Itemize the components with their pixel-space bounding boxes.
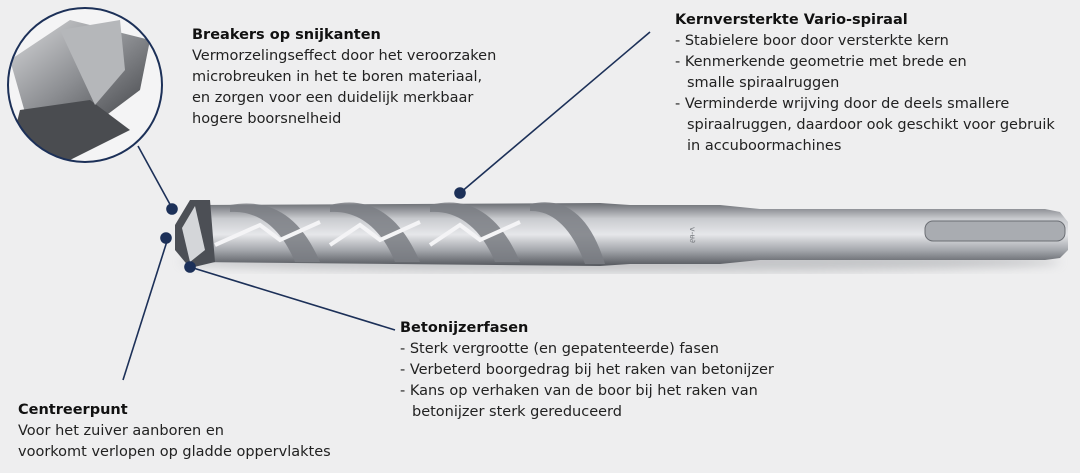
callout-title: Kernversterkte Vario-spiraal xyxy=(675,12,908,28)
callout-item: - Stabielere boor door versterkte kern xyxy=(675,33,949,49)
marker-dot xyxy=(160,232,172,244)
callout-item: - Kans op verhaken van de boor bij het r… xyxy=(400,383,758,420)
callout-line: microbreuken in het te boren materiaal, xyxy=(192,69,483,85)
callout-line: Voor het zuiver aanboren en xyxy=(18,423,224,439)
svg-text:ⅴ-ᵾ∂: ⅴ-ᵾ∂ xyxy=(688,227,697,243)
marker-dot xyxy=(184,261,196,273)
marker-dot xyxy=(166,203,178,215)
callout-item: - Verbeterd boorgedrag bij het raken van… xyxy=(400,362,774,378)
callout-title: Centreerpunt xyxy=(18,402,128,418)
callout-title: Betonijzerfasen xyxy=(400,320,529,336)
callout-center-point: Centreerpunt Voor het zuiver aanboren en… xyxy=(18,400,331,463)
callout-line: Vermorzelingseffect door het veroorzaken xyxy=(192,48,497,64)
magnified-cutting-edge xyxy=(7,7,163,163)
callout-item: - Verminderde wrijving door de deels sma… xyxy=(675,96,1055,154)
callout-item: - Kenmerkende geometrie met brede en sma… xyxy=(675,54,967,91)
callout-line: hogere boorsnelheid xyxy=(192,111,342,127)
drill-bit: ⅴ-ᵾ∂ xyxy=(175,200,1068,268)
callout-item: - Sterk vergrootte (en gepatenteerde) fa… xyxy=(400,341,719,357)
callout-breakers: Breakers op snijkanten Vermorzelingseffe… xyxy=(192,25,496,130)
callout-title: Breakers op snijkanten xyxy=(192,27,381,43)
callout-rebar-chamfers: Betonijzerfasen - Sterk vergrootte (en g… xyxy=(400,318,820,423)
marker-dot xyxy=(454,187,466,199)
leader-lines xyxy=(122,31,651,381)
callout-line: en zorgen voor een duidelijk merkbaar xyxy=(192,90,474,106)
callout-line: voorkomt verlopen op gladde oppervlaktes xyxy=(18,444,331,460)
callout-vario-spiral: Kernversterkte Vario-spiraal - Stabieler… xyxy=(675,10,1070,157)
